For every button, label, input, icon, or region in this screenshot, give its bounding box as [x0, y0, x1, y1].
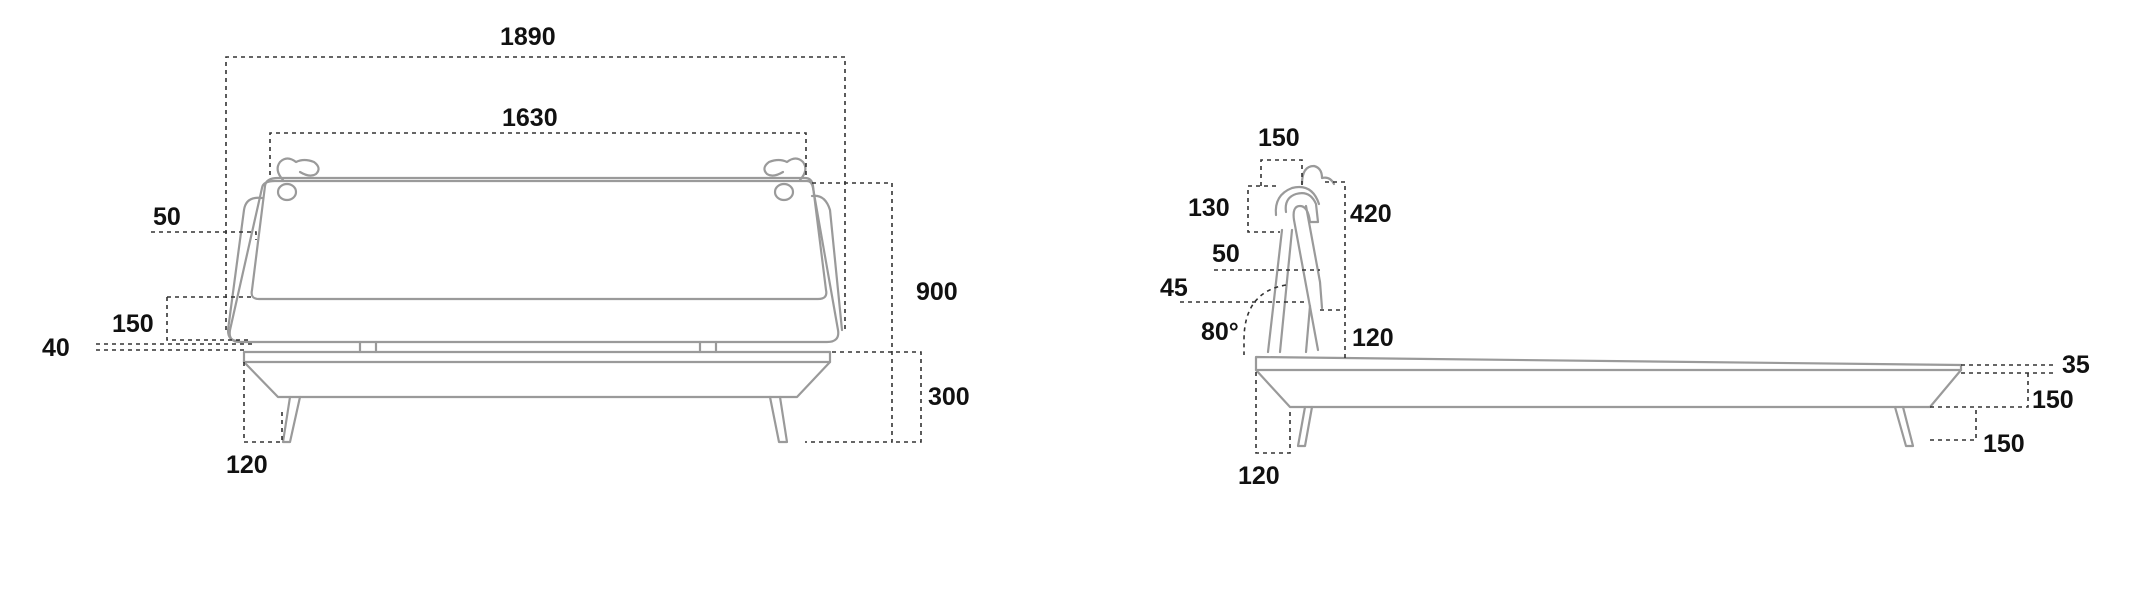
headboard-side-profile	[1284, 192, 1320, 352]
right-ear-icon	[763, 157, 807, 202]
side-view: 150 130 420 50 45 80° 120 35 150 150 120	[1160, 124, 2090, 490]
label-150-front: 150	[112, 310, 154, 338]
front-view: 1890 1630 50 150 40 900 300 120	[42, 23, 970, 479]
dim-150-side-frame	[1930, 373, 2029, 408]
label-45: 45	[1160, 274, 1188, 302]
front-leg-right	[768, 395, 789, 444]
left-side-cushion	[226, 196, 264, 343]
headboard-panel	[250, 176, 828, 301]
dim-1630	[269, 132, 807, 175]
dim-150	[166, 296, 252, 341]
dim-50	[151, 231, 257, 240]
label-1630: 1630	[502, 104, 558, 132]
bed-frame-top	[242, 350, 832, 364]
label-40: 40	[42, 334, 70, 362]
headboard-side-inner	[1274, 186, 1321, 217]
side-leg-left	[1296, 405, 1314, 448]
dim-120-side	[1255, 372, 1291, 454]
dim-300	[832, 351, 922, 443]
label-150-side-leg: 150	[1983, 430, 2025, 458]
side-mattress	[1254, 355, 1963, 372]
label-1890: 1890	[500, 23, 556, 51]
dim-150-side-leg	[1930, 407, 1977, 441]
dim-35	[1961, 364, 2056, 374]
label-angle: 80°	[1201, 318, 1239, 346]
label-130: 130	[1188, 194, 1230, 222]
side-frame-base	[1254, 368, 1963, 409]
side-leg-right	[1893, 405, 1915, 448]
dim-130	[1247, 185, 1280, 233]
label-35: 35	[2062, 351, 2090, 379]
front-leg-left	[281, 395, 302, 444]
label-50-side: 50	[1212, 240, 1240, 268]
label-120-side-upper: 120	[1352, 324, 1394, 352]
headboard-foot-left	[358, 340, 378, 354]
headboard-outer-frame	[228, 179, 840, 344]
label-900: 900	[916, 278, 958, 306]
label-150-side-top: 150	[1258, 124, 1300, 152]
label-120-front: 120	[226, 451, 268, 479]
dim-420	[1325, 181, 1346, 362]
headboard-leg-side	[1266, 228, 1312, 354]
label-50-front: 50	[153, 203, 181, 231]
left-ear-icon	[276, 157, 320, 202]
label-420: 420	[1350, 200, 1392, 228]
dim-40	[96, 343, 252, 351]
headboard-side-back	[1304, 204, 1324, 310]
label-300: 300	[928, 383, 970, 411]
dim-120-front	[243, 362, 283, 443]
dim-900	[805, 182, 893, 443]
bed-frame-base	[242, 360, 832, 399]
headboard-foot-right	[698, 340, 718, 354]
right-side-cushion	[810, 194, 844, 332]
label-120-side: 120	[1238, 462, 1280, 490]
dim-150-side-top	[1260, 159, 1303, 186]
dim-1890	[225, 56, 846, 330]
headboard-ear-side-icon	[1300, 164, 1336, 186]
label-150-side-frame: 150	[2032, 386, 2074, 414]
dim-angle-arc	[1243, 284, 1287, 355]
